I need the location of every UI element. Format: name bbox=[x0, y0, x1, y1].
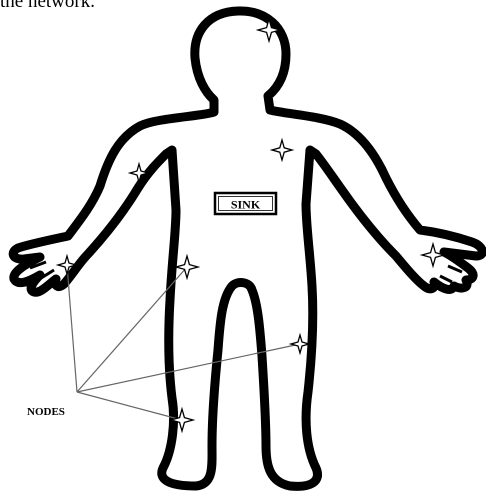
nodes-label: NODES bbox=[27, 406, 65, 418]
sink-box: SINK bbox=[215, 193, 276, 214]
body-outline bbox=[13, 11, 482, 486]
sink-label: SINK bbox=[231, 198, 261, 212]
